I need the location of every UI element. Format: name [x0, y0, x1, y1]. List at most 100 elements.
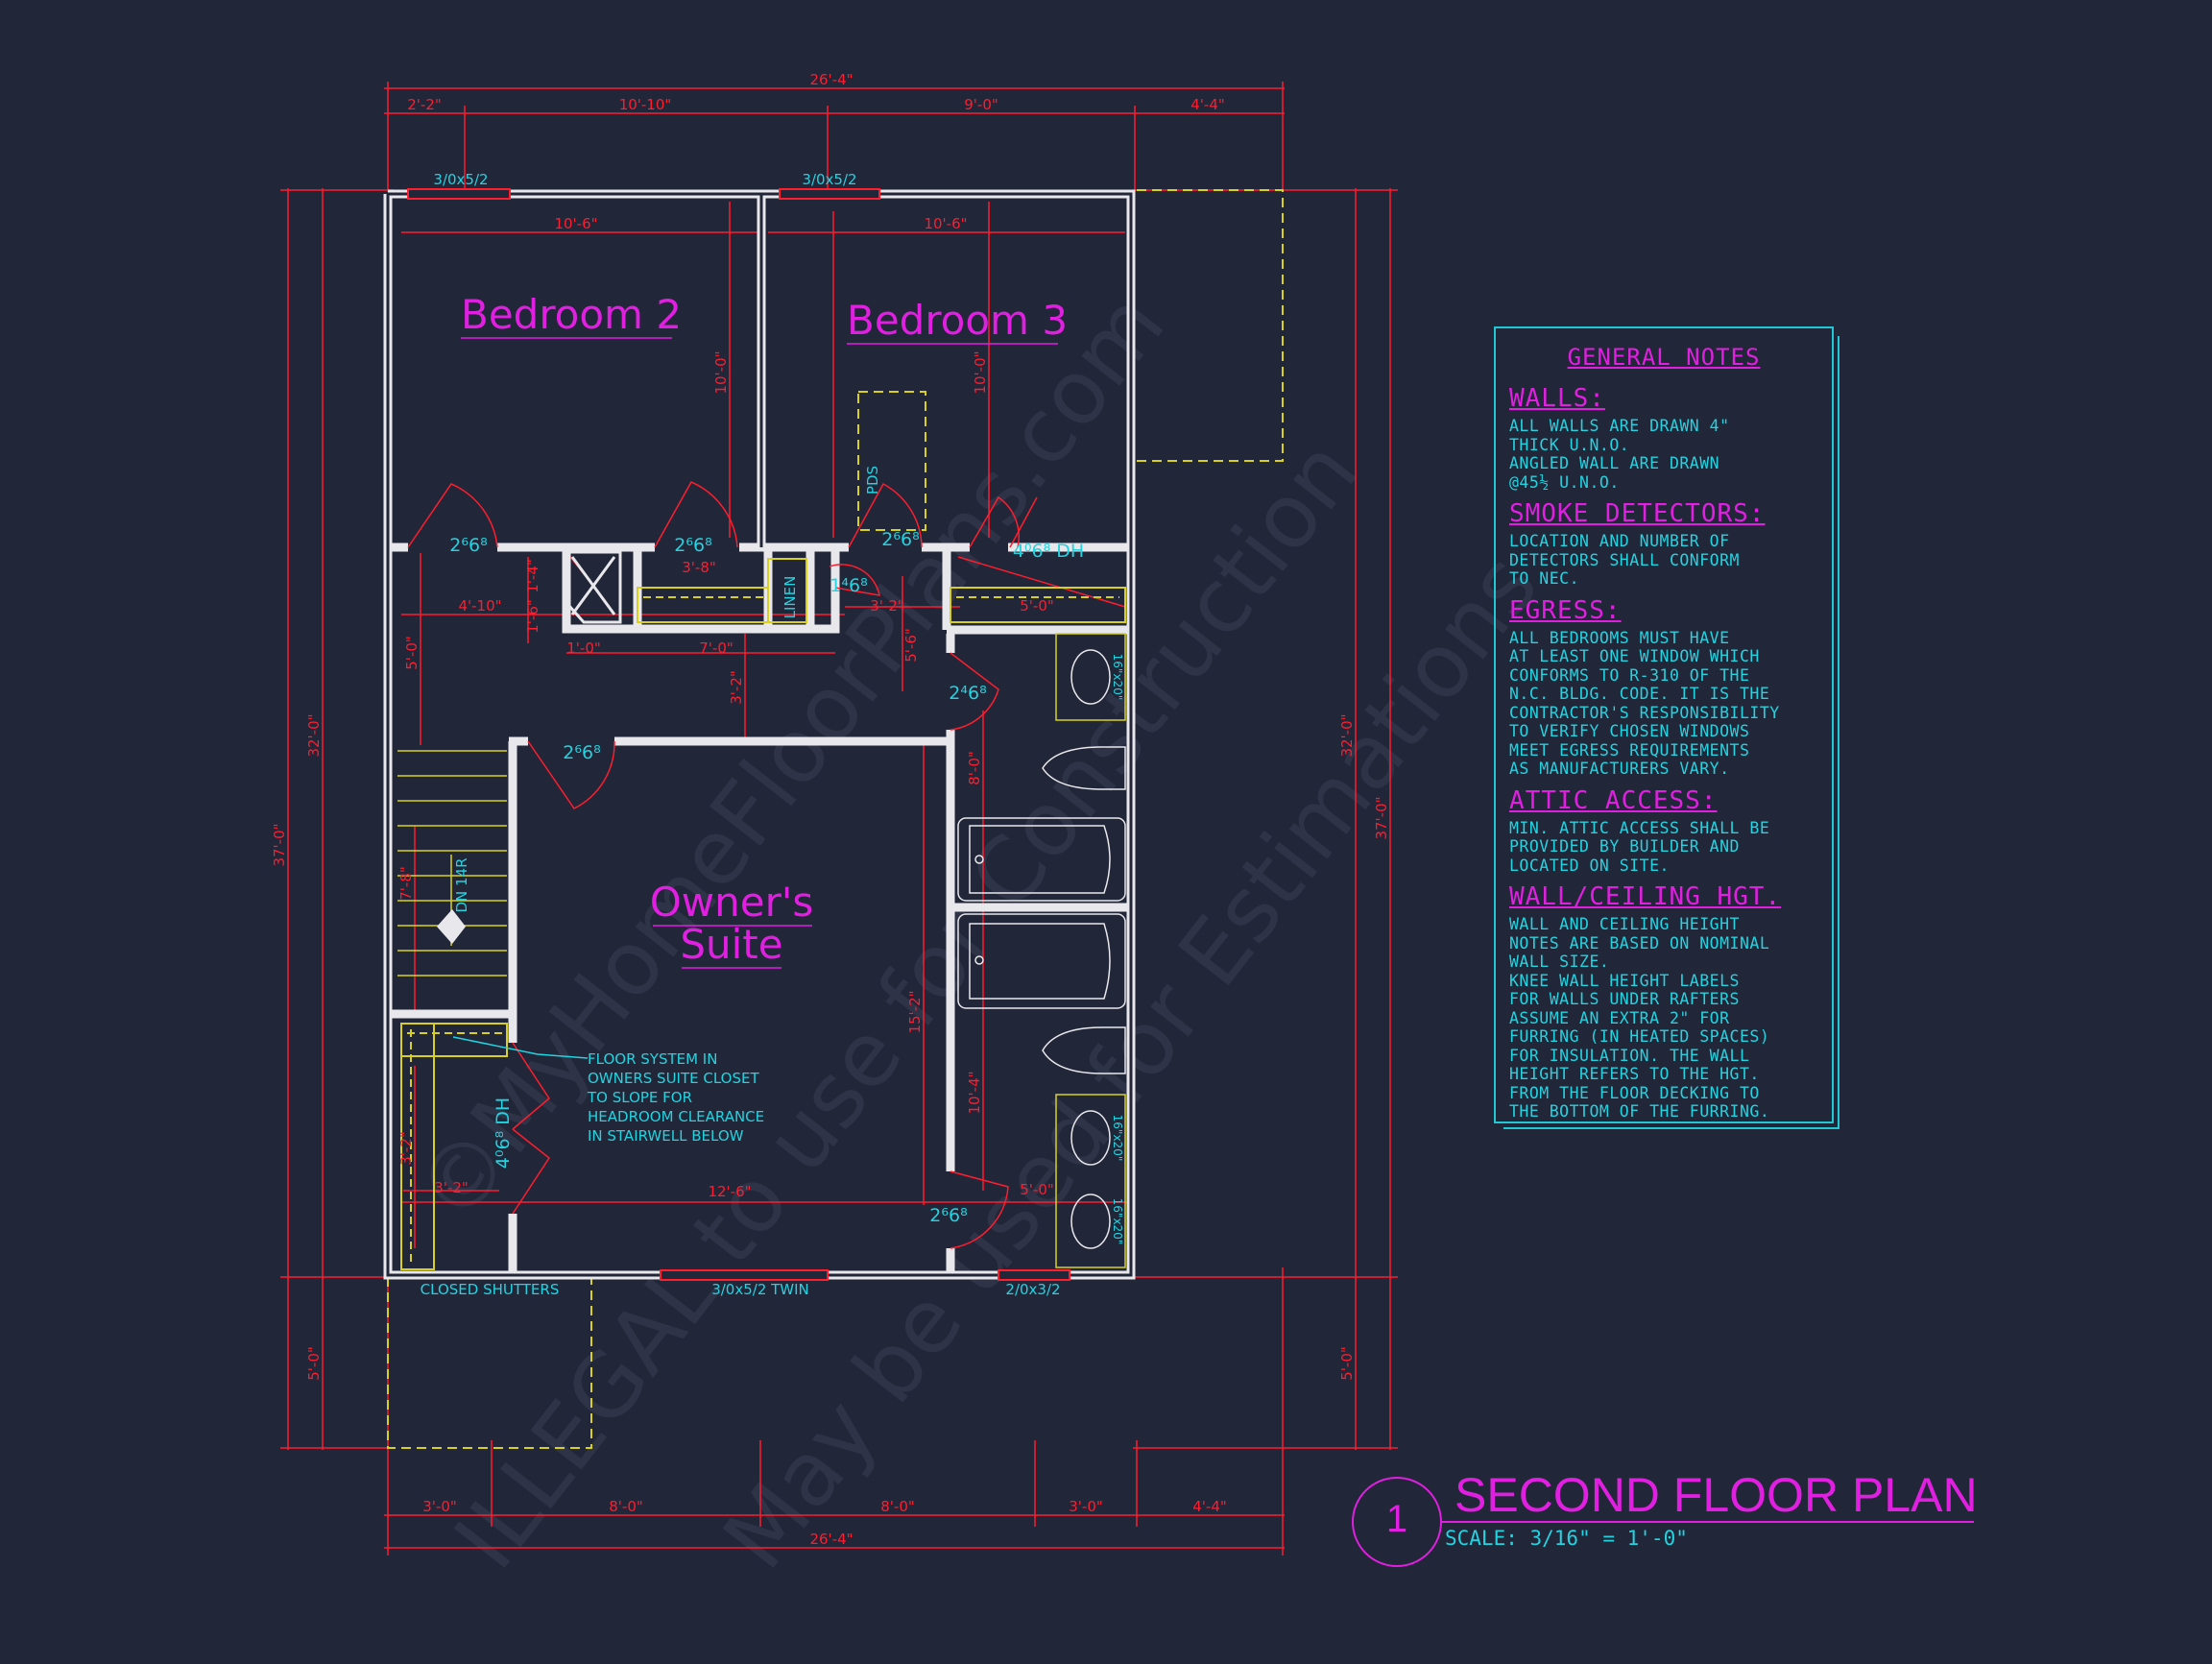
door-label-bed2b: 2⁶6⁸ — [674, 535, 711, 556]
dim-bottom-seg3: 8'-0" — [880, 1498, 915, 1515]
door-label-bed2: 2⁶6⁸ — [449, 535, 487, 556]
linen-label: LINEN — [781, 576, 799, 619]
door-swings — [407, 481, 1038, 1249]
dim-hall-l: 5'-6" — [902, 628, 920, 663]
dim-closet-a: 1'-4" — [524, 559, 541, 593]
dim-top-overall: 26'-4" — [809, 71, 853, 88]
notes-section-egress: EGRESS: ALL BEDROOMS MUST HAVE AT LEAST … — [1509, 596, 1818, 779]
notes-section-walls: WALLS: ALL WALLS ARE DRAWN 4" THICK U.N.… — [1509, 384, 1818, 492]
window-bottom-1 — [660, 1269, 829, 1281]
dim-wic-b: 3'-2" — [434, 1179, 469, 1196]
notes-body: ALL WALLS ARE DRAWN 4" THICK U.N.O. ANGL… — [1509, 417, 1730, 492]
vanity-1 — [1055, 633, 1126, 721]
dim-top-seg4: 4'-4" — [1190, 96, 1225, 113]
tub-2-icon — [957, 913, 1126, 1009]
title-underline — [1440, 1521, 1974, 1523]
notes-heading: ATTIC ACCESS: — [1509, 785, 1718, 815]
room-labels: Bedroom 2 Bedroom 3 Owner's Suite — [461, 291, 1068, 969]
door-label-bath2: 2⁶6⁸ — [929, 1205, 967, 1226]
dim-closet-f: 7'-0" — [699, 639, 733, 657]
drawing-number: 1 — [1385, 1498, 1408, 1540]
window-top-2 — [779, 188, 880, 200]
notes-body: MIN. ATTIC ACCESS SHALL BE PROVIDED BY B… — [1509, 818, 1770, 875]
plan-title: SECOND FLOOR PLAN — [1455, 1468, 1978, 1522]
window-top-1 — [407, 188, 511, 200]
dim-top-seg2: 10'-10" — [619, 96, 672, 113]
window-label-top-2: 3/0x5/2 — [802, 171, 856, 188]
wall-cores — [386, 192, 1133, 1277]
dim-suite-width: 12'-6" — [708, 1183, 751, 1200]
dim-bath-d: 5'-0" — [1020, 1181, 1054, 1198]
room-owners-suite-2: Suite — [680, 921, 782, 968]
notes-section-attic: ATTIC ACCESS: MIN. ATTIC ACCESS SHALL BE… — [1509, 786, 1818, 876]
vanity-2 — [1055, 1094, 1126, 1268]
general-notes-panel: GENERAL NOTES WALLS: ALL WALLS ARE DRAWN… — [1494, 326, 1834, 1123]
sink-label-2: 16"x20" — [1111, 1115, 1124, 1162]
stairs — [397, 750, 507, 977]
windows — [407, 188, 1070, 1281]
door-label-closet3: 4⁰6⁸ DH — [1013, 541, 1084, 562]
notes-heading: EGRESS: — [1509, 595, 1622, 625]
window-label-bottom-1: 3/0x5/2 TWIN — [711, 1281, 809, 1298]
sink-2-icon — [1070, 1110, 1111, 1166]
hidden-lines — [387, 189, 1284, 1449]
door-label-bed3: 2⁶6⁸ — [881, 529, 919, 550]
window-label-top-1: 3/0x5/2 — [433, 171, 488, 188]
dim-wic-a: 3'-2" — [397, 1131, 415, 1166]
dim-right-lower: 5'-0" — [1338, 1346, 1356, 1381]
dim-bed3-width: 10'-6" — [924, 215, 967, 232]
room-bedroom-2: Bedroom 2 — [461, 291, 682, 338]
notes-body: LOCATION AND NUMBER OF DETECTORS SHALL C… — [1509, 532, 1740, 588]
notes-heading: SMOKE DETECTORS: — [1509, 499, 1766, 528]
dimension-lines — [280, 82, 1398, 1555]
plan-scale: SCALE: 3/16" = 1'-0" — [1445, 1527, 1688, 1550]
dim-closet-c: 1'-0" — [566, 639, 601, 657]
window-label-bottom-2: 2/0x3/2 — [1005, 1281, 1060, 1298]
tub-1-icon — [957, 817, 1126, 902]
sink-3-icon — [1070, 1194, 1111, 1249]
door-label-linen: 1⁴6⁸ — [830, 575, 867, 596]
dim-bottom-seg1: 3'-0" — [422, 1498, 457, 1515]
dim-bath-c: 10'-4" — [966, 1071, 983, 1114]
dim-top-seg3: 9'-0" — [964, 96, 998, 113]
door-label-suite: 2⁶6⁸ — [563, 742, 600, 763]
bath-fixtures — [957, 633, 1126, 1268]
dim-closet-i: 5'-0" — [1020, 597, 1054, 615]
notes-body: WALL AND CEILING HEIGHT NOTES ARE BASED … — [1509, 915, 1770, 1121]
note-leader — [452, 1036, 589, 1059]
dim-bed3-depth: 10'-0" — [972, 350, 989, 394]
dim-hall-k: 3'-2" — [728, 670, 745, 705]
closed-shutters-label: CLOSED SHUTTERS — [421, 1281, 560, 1298]
dim-bath-b: 15'-2" — [906, 990, 924, 1033]
notes-section-smoke: SMOKE DETECTORS: LOCATION AND NUMBER OF … — [1509, 499, 1818, 589]
dim-bottom-seg4: 3'-0" — [1069, 1498, 1103, 1515]
room-owners-suite-1: Owner's — [650, 879, 814, 926]
dim-bottom-overall: 26'-4" — [809, 1531, 853, 1548]
dim-stair-a: 7'-8" — [397, 866, 415, 901]
door-label-wic: 4⁰6⁸ DH — [493, 1097, 514, 1169]
dim-bed2-width: 10'-6" — [554, 215, 597, 232]
sink-1-icon — [1070, 649, 1111, 705]
watermark: ©MyHomeFloorPlans.com ILLEGAL to use for… — [397, 274, 1557, 1587]
dim-hall-depth: 5'-0" — [403, 636, 421, 670]
room-bedroom-3: Bedroom 3 — [847, 297, 1068, 344]
dim-left-upper: 32'-0" — [305, 713, 323, 757]
dim-bottom-seg2: 8'-0" — [609, 1498, 643, 1515]
stair-arrow-icon — [437, 909, 466, 944]
door-label-bath: 2⁴6⁸ — [949, 683, 986, 704]
dim-bath-a: 8'-0" — [966, 751, 983, 785]
dimension-text: 26'-4" 2'-2" 10'-10" 9'-0" 4'-4" 3'-0" 8… — [271, 71, 1390, 1548]
annotations: 3/0x5/2 3/0x5/2 3/0x5/2 TWIN 2/0x3/2 CLO… — [421, 171, 1124, 1298]
toilet-1-icon — [1042, 746, 1126, 790]
sink-label-1: 16"x20" — [1111, 654, 1124, 701]
notes-body: ALL BEDROOMS MUST HAVE AT LEAST ONE WIND… — [1509, 628, 1780, 779]
general-notes-title: GENERAL NOTES — [1567, 344, 1761, 371]
stair-label: DN 14R — [453, 857, 470, 912]
dim-closet-d: 3'-8" — [682, 559, 716, 576]
dim-right-overall: 37'-0" — [1373, 796, 1390, 839]
window-bottom-2 — [998, 1269, 1070, 1281]
